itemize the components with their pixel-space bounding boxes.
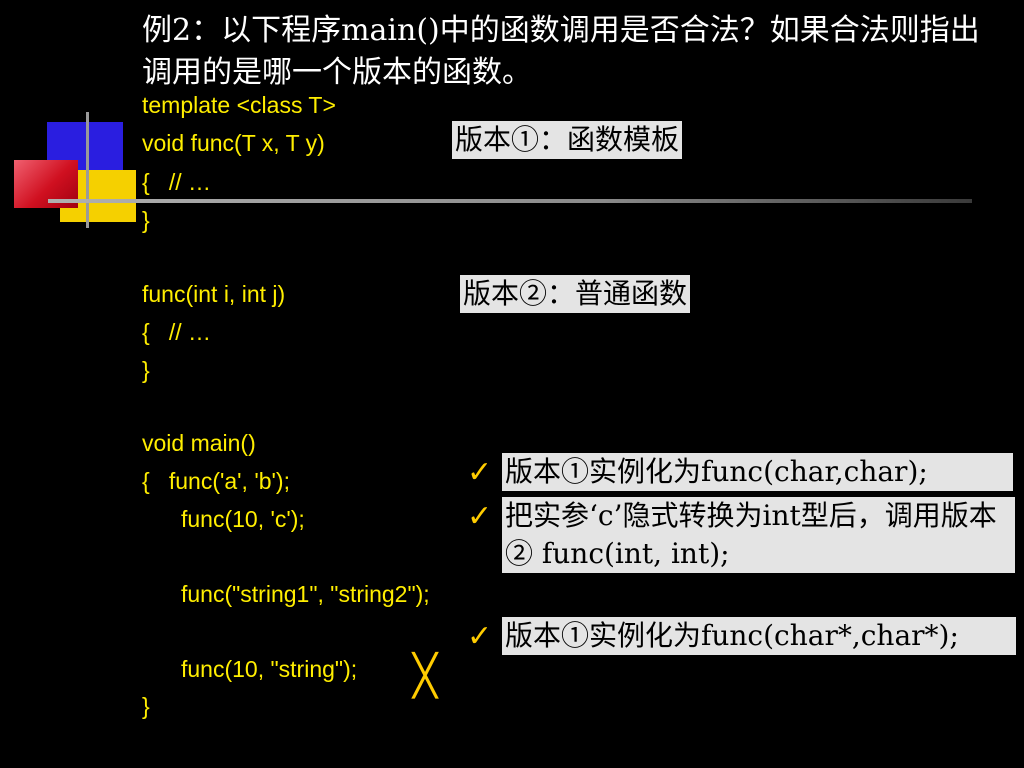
code-line: }	[142, 357, 150, 383]
note-call-1: 版本①实例化为func(char,char);	[502, 453, 1013, 491]
code-line: { // …	[142, 319, 212, 345]
code-line: { func('a', 'b');	[142, 468, 290, 494]
code-line: }	[142, 693, 150, 719]
code-line: void func(T x, T y)	[142, 130, 325, 156]
checkmark-icon: ✓	[467, 620, 493, 653]
code-line: func("string1", "string2");	[181, 581, 430, 607]
code-line: template <class T>	[142, 92, 336, 118]
checkmark-icon: ✓	[467, 456, 493, 489]
slide-title: 例2：以下程序main()中的函数调用是否合法？如果合法则指出调用的是哪一个版本…	[142, 13, 980, 90]
note-call-3: 版本①实例化为func(char*,char*);	[502, 617, 1016, 655]
code-line: }	[142, 207, 150, 233]
code-line: void main()	[142, 430, 256, 456]
logo-vertical-rule	[86, 112, 89, 228]
code-line: func(10, "string");	[181, 656, 358, 682]
checkmark-icon: ✓	[467, 500, 493, 533]
code-line: { // …	[142, 169, 212, 195]
note-version-1: 版本①：函数模板	[452, 121, 683, 159]
code-line: func(int i, int j)	[142, 281, 286, 307]
code-line: func(10, 'c');	[181, 506, 305, 532]
cross-icon: ╳	[413, 654, 438, 698]
note-version-2: 版本②：普通函数	[460, 275, 691, 313]
header-divider	[48, 199, 972, 203]
note-call-2: 把实参‘c’隐式转换为int型后，调用版本② func(int, int);	[502, 497, 1015, 573]
